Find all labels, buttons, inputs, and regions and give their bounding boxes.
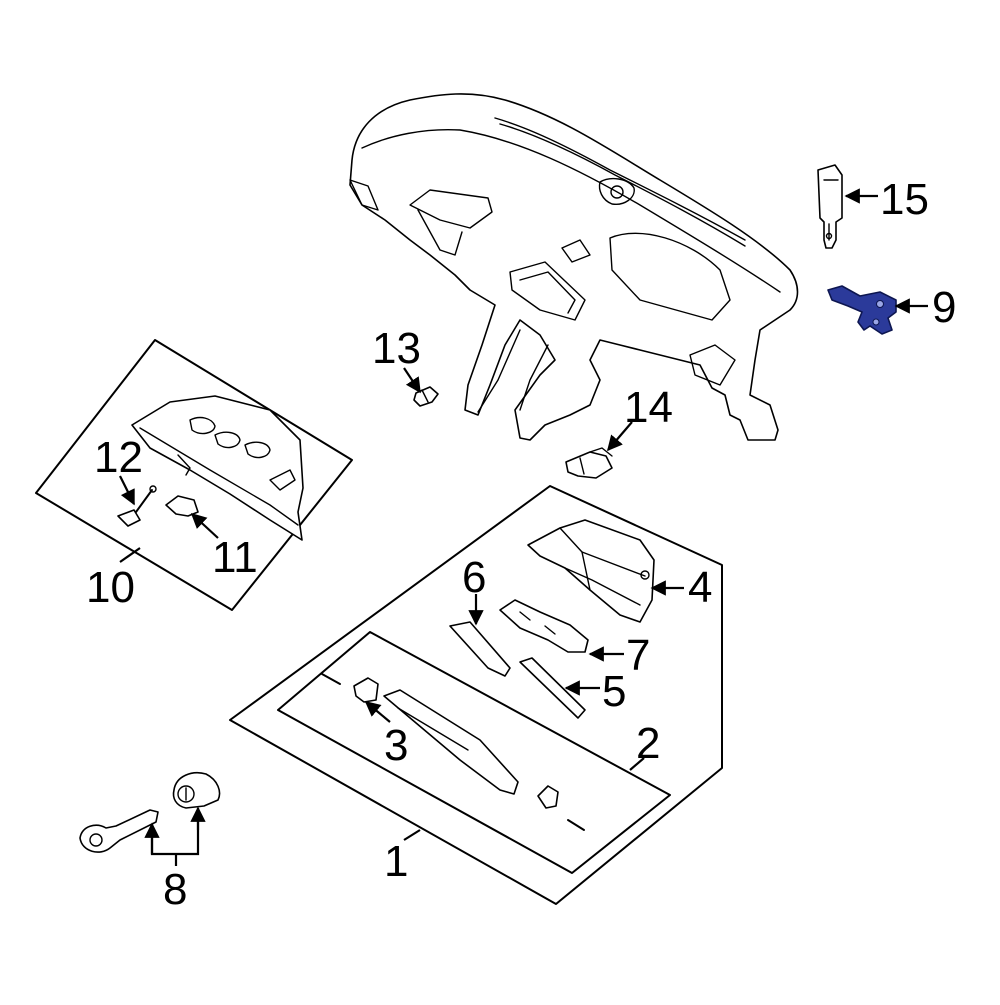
callout-3: 3 bbox=[384, 721, 408, 770]
part-9-hinge-bracket bbox=[827, 285, 897, 335]
callout-6: 6 bbox=[462, 553, 486, 602]
callout-7: 7 bbox=[626, 631, 650, 680]
callout-11: 11 bbox=[212, 533, 258, 582]
part-8-key-and-cylinder bbox=[79, 772, 221, 853]
callout-4: 4 bbox=[688, 563, 712, 612]
callout-box-2 bbox=[229, 485, 723, 905]
callout-1: 1 bbox=[384, 837, 408, 886]
callout-9: 9 bbox=[932, 283, 956, 332]
callout-12: 12 bbox=[94, 433, 143, 482]
callout-8: 8 bbox=[163, 865, 187, 914]
callout-5: 5 bbox=[602, 667, 626, 716]
callout-2: 2 bbox=[636, 719, 660, 768]
part-15-glove-box-damper bbox=[817, 164, 843, 249]
callout-labels: 15 9 13 14 12 11 10 6 4 7 5 3 2 1 8 bbox=[86, 175, 956, 914]
part-14-switch bbox=[565, 447, 613, 479]
callout-15: 15 bbox=[880, 175, 929, 224]
leader-lines bbox=[119, 188, 928, 866]
callout-14: 14 bbox=[624, 383, 673, 432]
callout-13: 13 bbox=[372, 324, 421, 373]
callout-10: 10 bbox=[86, 563, 135, 612]
callout-box-10 bbox=[35, 339, 353, 611]
instrument-panel bbox=[349, 93, 799, 441]
